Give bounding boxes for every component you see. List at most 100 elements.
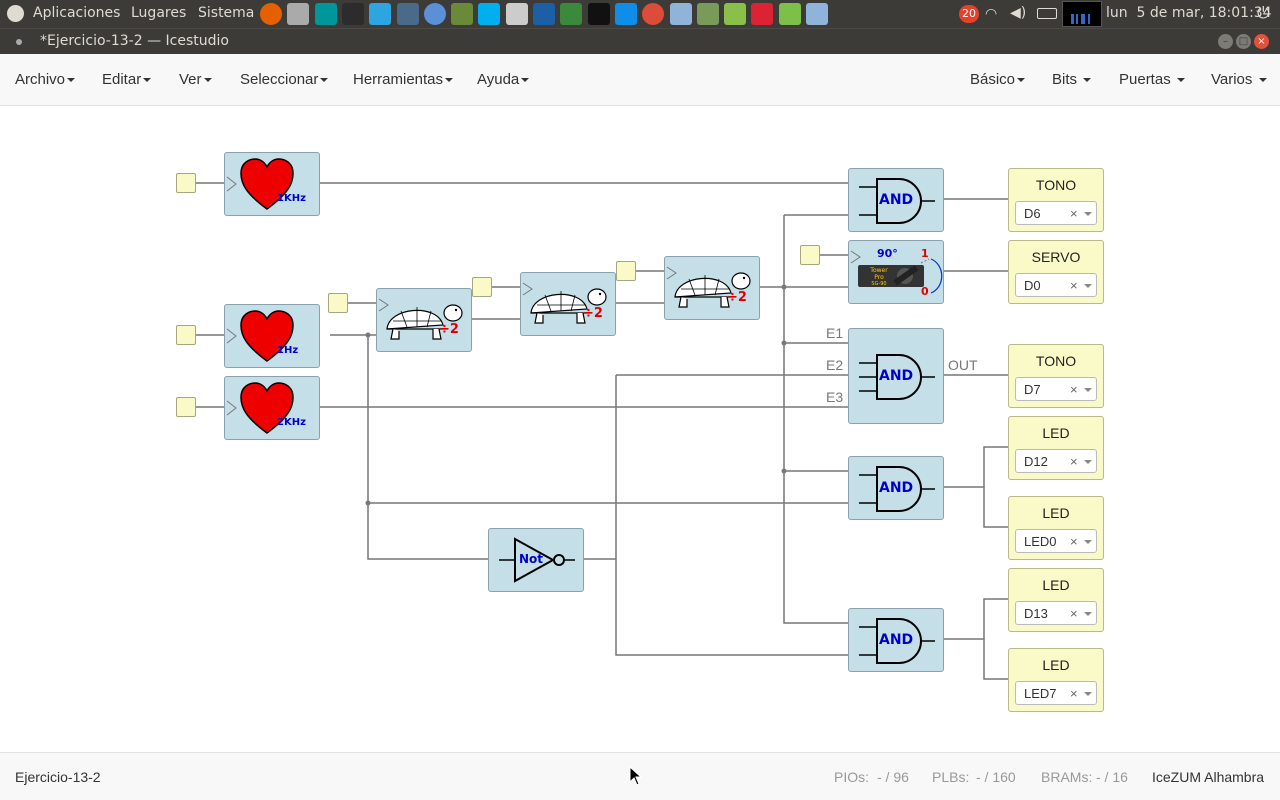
- design-canvas[interactable]: 1KHz 1Hz 2KHz ÷2 ÷2 ÷2 AND AND AND AND Tower Pr…: [0, 106, 1280, 752]
- heart-clock-block[interactable]: 1KHz: [224, 152, 320, 216]
- window-menu-icon[interactable]: [16, 39, 22, 45]
- input-pin-servo[interactable]: [800, 245, 820, 265]
- chevron-down-icon[interactable]: [1084, 388, 1092, 392]
- output-pin-block[interactable]: TONO D6×: [1008, 168, 1104, 232]
- input-pin-2khz[interactable]: [176, 397, 196, 417]
- clear-pin-icon[interactable]: ×: [1070, 206, 1078, 221]
- and-gate-block[interactable]: AND: [848, 168, 944, 232]
- minimize-button[interactable]: –: [1218, 34, 1233, 49]
- menu-editar[interactable]: Editar: [102, 71, 152, 88]
- menu-lugares[interactable]: Lugares: [131, 5, 187, 21]
- menu-aplicaciones[interactable]: Aplicaciones: [33, 5, 121, 21]
- virtualbox-icon[interactable]: [533, 3, 555, 25]
- close-button[interactable]: ×: [1254, 34, 1269, 49]
- menu-bits[interactable]: Bits: [1052, 71, 1092, 88]
- chevron-down-icon[interactable]: [1084, 212, 1092, 216]
- pin-select[interactable]: D12×: [1015, 449, 1097, 473]
- wifi-icon[interactable]: ◠: [985, 6, 998, 22]
- heart-clock-block[interactable]: 2KHz: [224, 376, 320, 440]
- spreadsheet-icon[interactable]: [560, 3, 583, 25]
- and-gate-block[interactable]: AND: [848, 456, 944, 520]
- clear-pin-icon[interactable]: ×: [1070, 606, 1078, 621]
- pin-select[interactable]: D6×: [1015, 201, 1097, 225]
- heart-clock-block[interactable]: 1Hz: [224, 304, 320, 368]
- system-monitor-graph[interactable]: [1062, 1, 1102, 27]
- skype-icon[interactable]: [478, 3, 501, 25]
- input-pin-divider-2[interactable]: [472, 277, 492, 297]
- icestudio2-icon[interactable]: [806, 3, 828, 25]
- board-name[interactable]: IceZUM Alhambra: [1152, 769, 1265, 785]
- power-icon[interactable]: ⏻: [1257, 3, 1270, 22]
- arduino-icon[interactable]: [314, 3, 337, 25]
- gear-green-icon[interactable]: [724, 3, 747, 25]
- not-gate-label: Not: [519, 552, 544, 566]
- menu-seleccionar[interactable]: Seleccionar: [240, 71, 329, 88]
- menu-varios[interactable]: Varios: [1211, 71, 1267, 88]
- input-pin-1hz[interactable]: [176, 325, 196, 345]
- maximize-button[interactable]: □: [1236, 34, 1251, 49]
- teamviewer-icon[interactable]: [614, 3, 637, 25]
- terminal-icon[interactable]: [341, 3, 364, 25]
- pin-select[interactable]: LED7×: [1015, 681, 1097, 705]
- chevron-down-icon[interactable]: [1084, 460, 1092, 464]
- input-pin-divider-1[interactable]: [328, 293, 348, 313]
- not-gate-block[interactable]: Not: [488, 528, 584, 592]
- menu-herramientas[interactable]: Herramientas: [353, 71, 454, 88]
- divider-block[interactable]: ÷2: [376, 288, 472, 352]
- output-label: TONO: [1035, 353, 1077, 369]
- datetime[interactable]: lun 5 de mar, 18:01:34: [1106, 5, 1272, 21]
- media-icon[interactable]: [587, 3, 610, 25]
- output-label: TONO: [1035, 177, 1077, 193]
- menu-puertas[interactable]: Puertas: [1119, 71, 1185, 88]
- pin-select[interactable]: D13×: [1015, 601, 1097, 625]
- firefox-icon[interactable]: [260, 3, 282, 25]
- fritzing-icon[interactable]: [751, 3, 774, 25]
- cube-icon[interactable]: [778, 3, 801, 25]
- window-titlebar[interactable]: *Ejercicio-13-2 — Icestudio – □ ×: [0, 28, 1280, 54]
- chevron-down-icon[interactable]: [1084, 612, 1092, 616]
- telegram-icon[interactable]: [369, 3, 392, 25]
- monitor-icon[interactable]: [396, 3, 419, 25]
- divider-block[interactable]: ÷2: [664, 256, 760, 320]
- calculator-icon[interactable]: [505, 3, 528, 25]
- pin-select[interactable]: D0×: [1015, 273, 1097, 297]
- notification-badge[interactable]: 20: [959, 5, 979, 23]
- ubuntu-menu-icon[interactable]: [7, 5, 24, 22]
- volume-icon[interactable]: ◀): [1010, 5, 1027, 21]
- menu-archivo[interactable]: Archivo: [15, 71, 76, 88]
- clear-pin-icon[interactable]: ×: [1070, 686, 1078, 701]
- chevron-down-icon[interactable]: [1084, 284, 1092, 288]
- input-pin-1khz[interactable]: [176, 173, 196, 193]
- files-icon[interactable]: [287, 3, 310, 25]
- clear-pin-icon[interactable]: ×: [1070, 534, 1078, 549]
- menu-sistema[interactable]: Sistema: [198, 5, 255, 21]
- divider-block[interactable]: ÷2: [520, 272, 616, 336]
- app-icon[interactable]: [696, 3, 719, 25]
- icestudio-icon[interactable]: [669, 3, 692, 25]
- chevron-down-icon[interactable]: [1084, 540, 1092, 544]
- menu-basico[interactable]: Básico: [970, 71, 1026, 88]
- battery-icon[interactable]: [1037, 8, 1057, 19]
- input-pin-divider-3[interactable]: [616, 261, 636, 281]
- servo-block[interactable]: Tower Pro SG-90 90° 1 0: [848, 240, 944, 304]
- chromium-icon[interactable]: [423, 3, 446, 25]
- and-gate-block[interactable]: AND: [848, 608, 944, 672]
- pin-select[interactable]: D7×: [1015, 377, 1097, 401]
- chrome-icon[interactable]: [642, 3, 665, 25]
- menu-ver[interactable]: Ver: [179, 71, 212, 88]
- menu-ayuda[interactable]: Ayuda: [477, 71, 530, 88]
- output-pin-block[interactable]: TONO D7×: [1008, 344, 1104, 408]
- pin-select[interactable]: LED0×: [1015, 529, 1097, 553]
- settings-icon[interactable]: [451, 3, 474, 25]
- clear-pin-icon[interactable]: ×: [1070, 278, 1078, 293]
- clear-pin-icon[interactable]: ×: [1070, 454, 1078, 469]
- chevron-down-icon[interactable]: [1084, 692, 1092, 696]
- clear-pin-icon[interactable]: ×: [1070, 382, 1078, 397]
- and-gate-block[interactable]: AND: [848, 328, 944, 424]
- window-title: *Ejercicio-13-2 — Icestudio: [40, 33, 229, 49]
